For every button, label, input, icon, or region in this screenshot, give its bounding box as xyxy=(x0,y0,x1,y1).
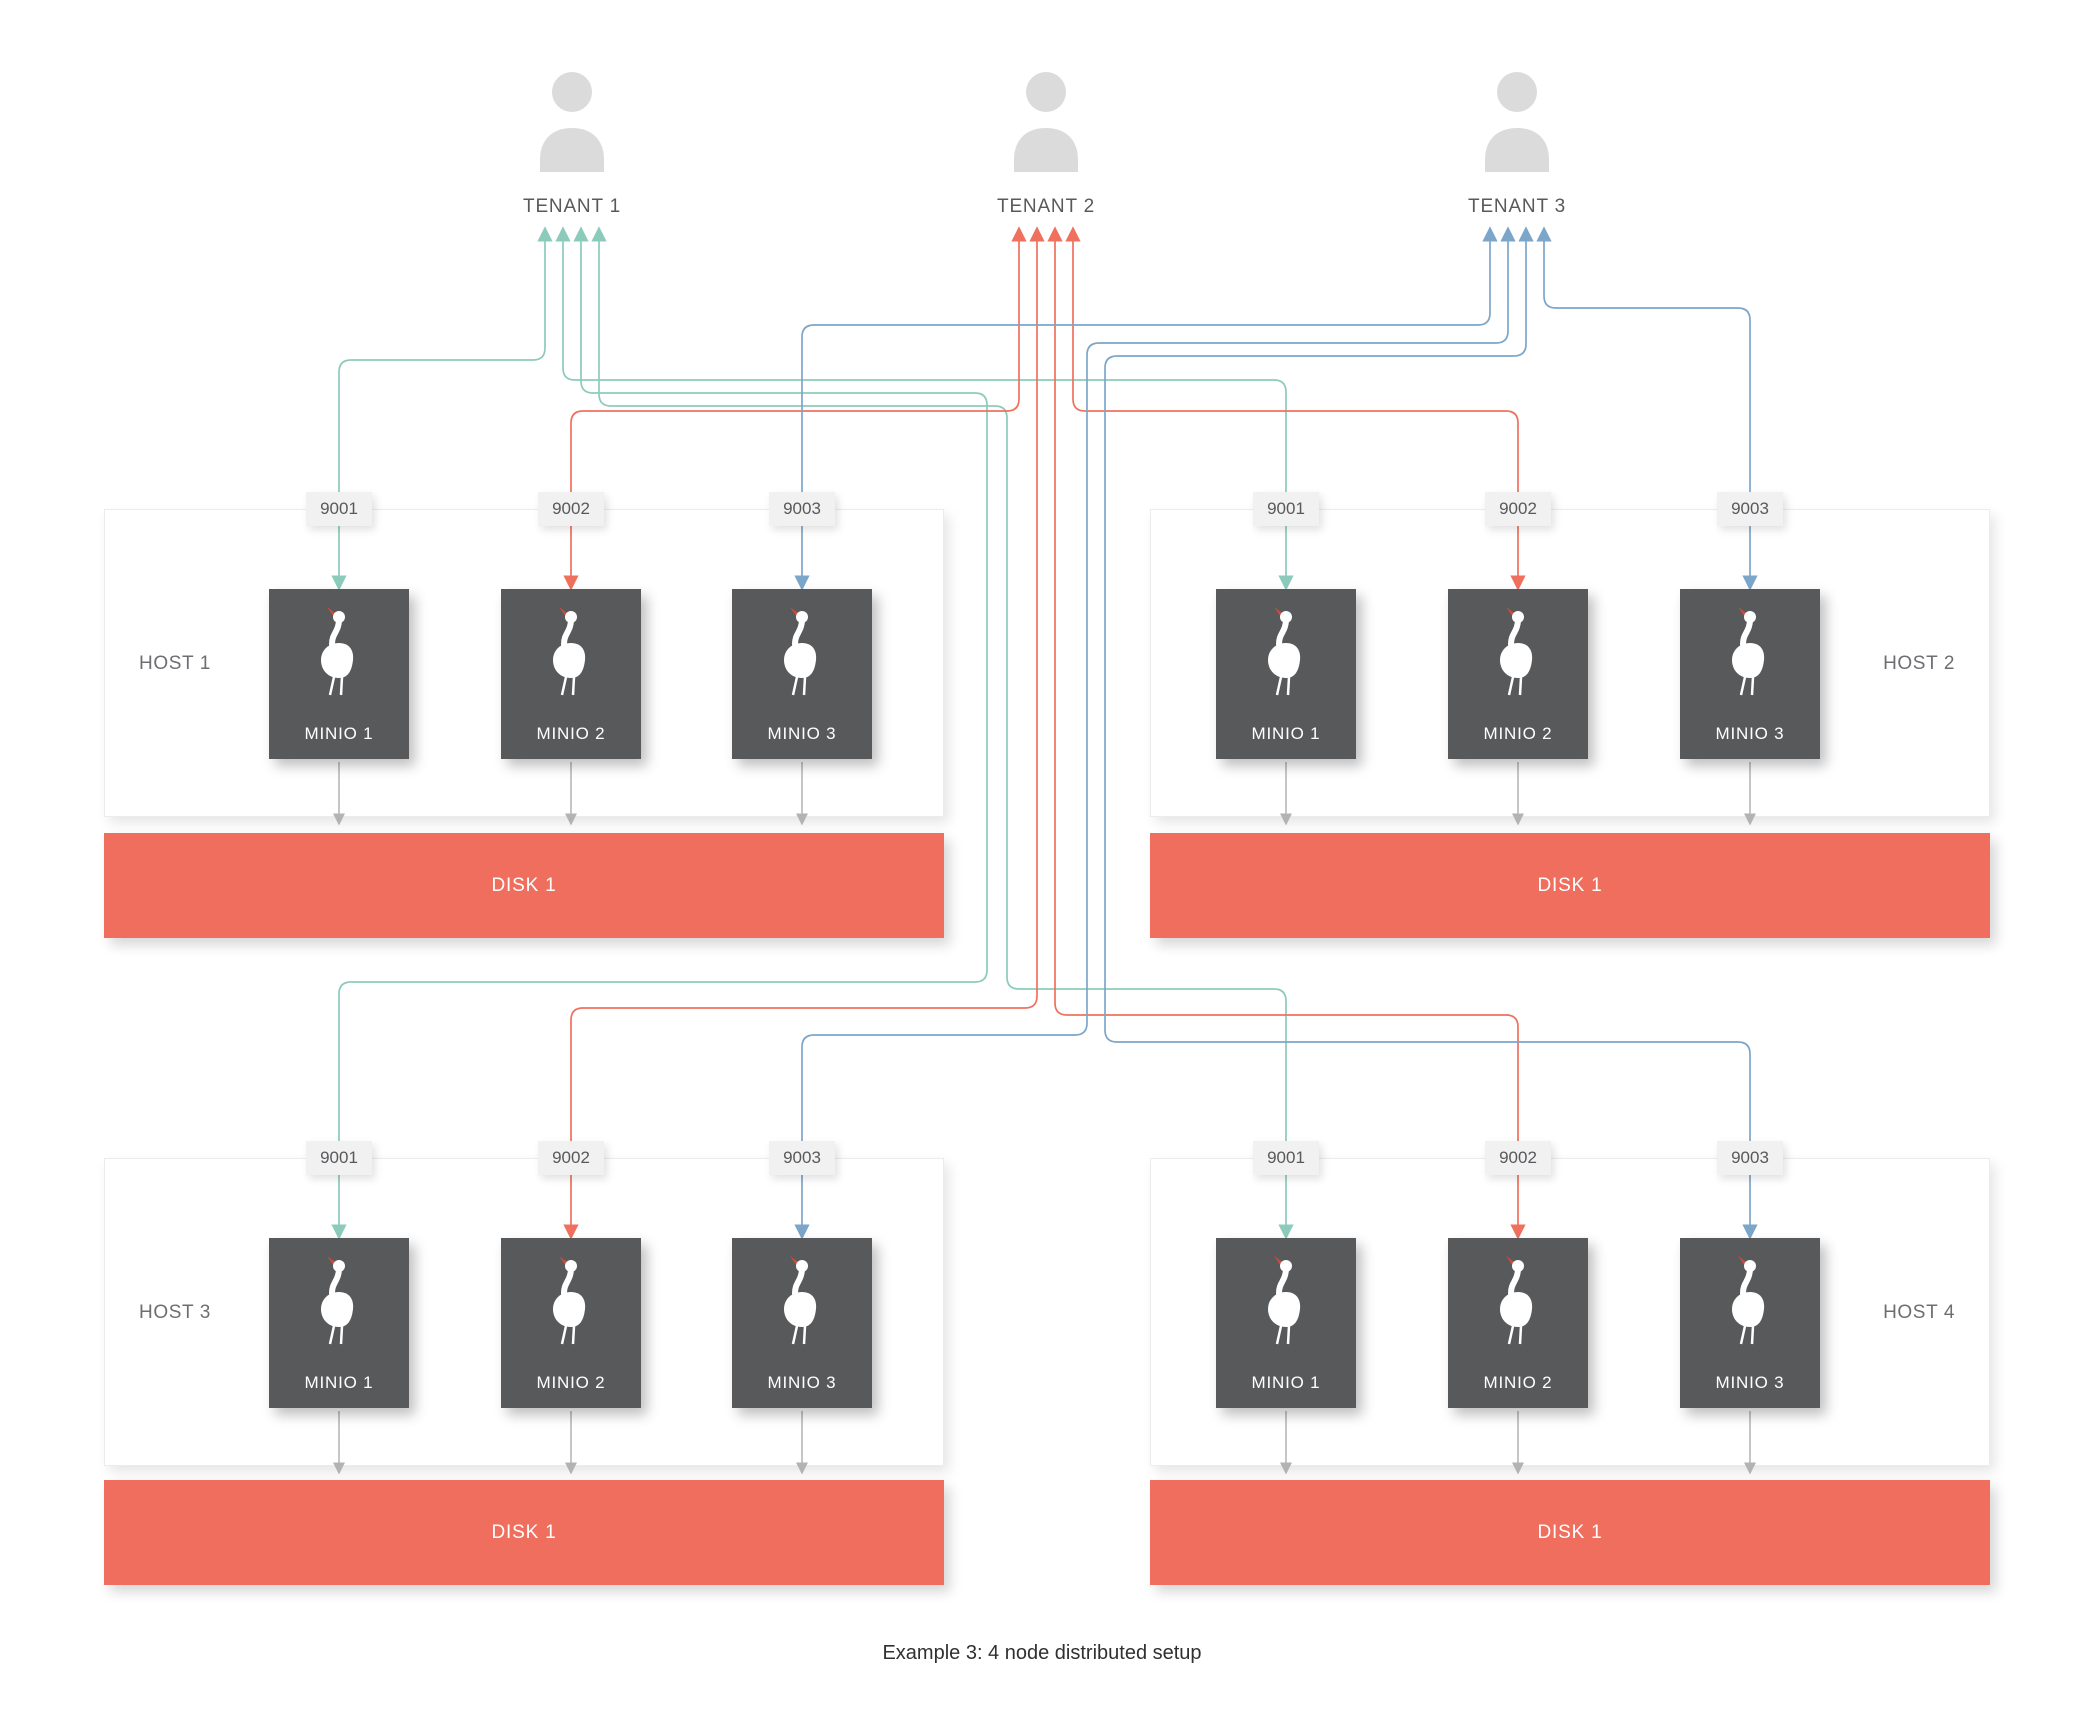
minio-node-label: MINIO 3 xyxy=(1715,724,1785,743)
host-3-port-9003: 9003 xyxy=(769,1141,835,1175)
person-icon xyxy=(540,72,604,172)
host-3-disk: DISK 1 xyxy=(104,1480,944,1585)
minio-node-label: MINIO 1 xyxy=(1251,724,1321,743)
host-3-port-9001: 9001 xyxy=(306,1141,372,1175)
host-1-minio-1: MINIO 1 xyxy=(269,589,409,759)
host-4-port-9001: 9001 xyxy=(1253,1141,1319,1175)
stork-logo-icon xyxy=(540,605,602,697)
host-4-minio-2: MINIO 2 xyxy=(1448,1238,1588,1408)
tenant-2-label: TENANT 2 xyxy=(997,196,1095,217)
stork-logo-icon xyxy=(308,1254,370,1346)
stork-logo-icon xyxy=(1487,605,1549,697)
person-icon xyxy=(1485,72,1549,172)
tenant-1-label: TENANT 1 xyxy=(523,196,621,217)
stork-logo-icon xyxy=(771,605,833,697)
host-1-port-9002: 9002 xyxy=(538,492,604,526)
minio-node-label: MINIO 2 xyxy=(536,724,606,743)
stork-logo-icon xyxy=(1255,605,1317,697)
minio-node-label: MINIO 1 xyxy=(304,1373,374,1392)
diagram-caption: Example 3: 4 node distributed setup xyxy=(882,1642,1202,1664)
stork-logo-icon xyxy=(1719,1254,1781,1346)
stork-logo-icon xyxy=(308,605,370,697)
host-2-minio-1: MINIO 1 xyxy=(1216,589,1356,759)
host-4-disk: DISK 1 xyxy=(1150,1480,1990,1585)
stork-logo-icon xyxy=(1255,1254,1317,1346)
minio-node-label: MINIO 3 xyxy=(767,724,837,743)
host-1-minio-3: MINIO 3 xyxy=(732,589,872,759)
host-2-minio-3: MINIO 3 xyxy=(1680,589,1820,759)
minio-node-label: MINIO 2 xyxy=(1483,1373,1553,1392)
host-4-minio-1: MINIO 1 xyxy=(1216,1238,1356,1408)
host-2-disk: DISK 1 xyxy=(1150,833,1990,938)
host-4-port-9003: 9003 xyxy=(1717,1141,1783,1175)
host-4-port-9002: 9002 xyxy=(1485,1141,1551,1175)
host-2-port-9003: 9003 xyxy=(1717,492,1783,526)
tenant-3-label: TENANT 3 xyxy=(1468,196,1566,217)
host-2-minio-2: MINIO 2 xyxy=(1448,589,1588,759)
host-2-port-9001: 9001 xyxy=(1253,492,1319,526)
host-4-minio-3: MINIO 3 xyxy=(1680,1238,1820,1408)
host-3-minio-2: MINIO 2 xyxy=(501,1238,641,1408)
host-3-port-9002: 9002 xyxy=(538,1141,604,1175)
minio-node-label: MINIO 1 xyxy=(304,724,374,743)
host-3-minio-1: MINIO 1 xyxy=(269,1238,409,1408)
person-icon xyxy=(1014,72,1078,172)
host-1-minio-2: MINIO 2 xyxy=(501,589,641,759)
host-1-port-9001: 9001 xyxy=(306,492,372,526)
stork-logo-icon xyxy=(540,1254,602,1346)
host-1-port-9003: 9003 xyxy=(769,492,835,526)
host-3-label: HOST 3 xyxy=(139,1302,211,1323)
host-3-minio-3: MINIO 3 xyxy=(732,1238,872,1408)
stork-logo-icon xyxy=(1719,605,1781,697)
minio-node-label: MINIO 3 xyxy=(1715,1373,1785,1392)
stork-logo-icon xyxy=(771,1254,833,1346)
minio-node-label: MINIO 2 xyxy=(536,1373,606,1392)
minio-node-label: MINIO 3 xyxy=(767,1373,837,1392)
minio-node-label: MINIO 2 xyxy=(1483,724,1553,743)
host-4-label: HOST 4 xyxy=(1883,1302,1955,1323)
host-1-disk: DISK 1 xyxy=(104,833,944,938)
host-2-port-9002: 9002 xyxy=(1485,492,1551,526)
host-2-label: HOST 2 xyxy=(1883,653,1955,674)
minio-node-label: MINIO 1 xyxy=(1251,1373,1321,1392)
host-1-label: HOST 1 xyxy=(139,653,211,674)
stork-logo-icon xyxy=(1487,1254,1549,1346)
